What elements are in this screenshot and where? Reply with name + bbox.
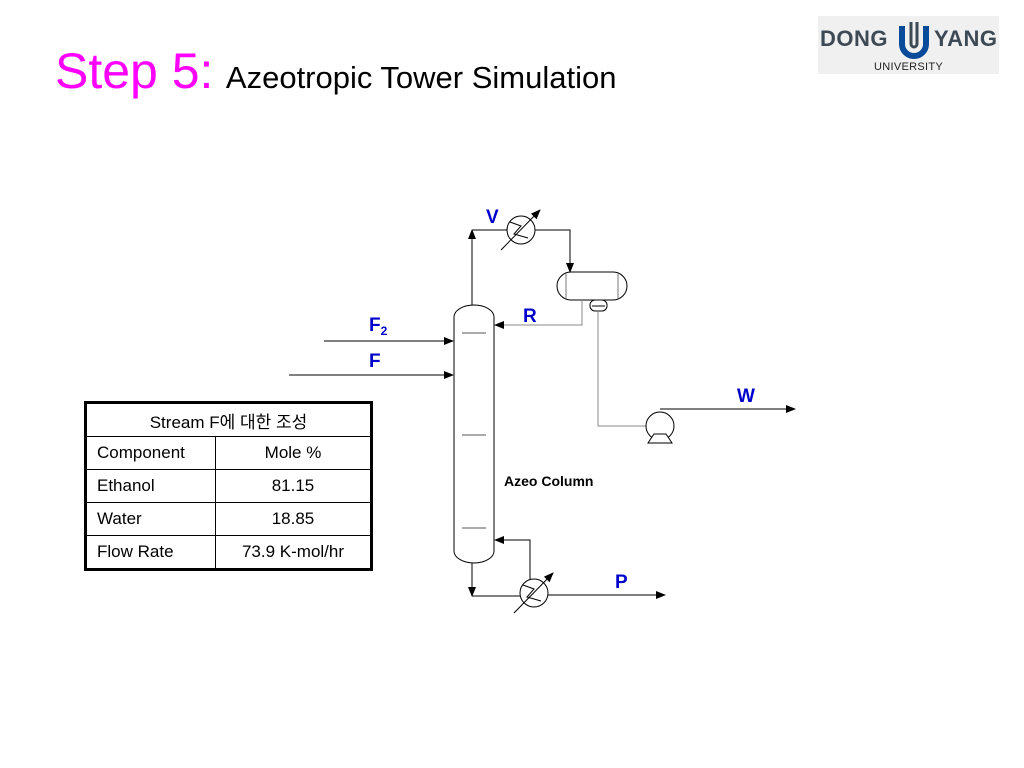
label-v: V: [486, 207, 499, 228]
condenser-icon: [500, 209, 541, 251]
label-r: R: [523, 306, 537, 327]
reflux-drum-icon: [556, 271, 628, 312]
row-water-label: Water: [85, 502, 216, 536]
label-p: P: [615, 572, 628, 593]
table-header-row: Component Mole %: [85, 436, 372, 470]
logo-word-right: YANG: [934, 26, 998, 51]
condenser-outlet-line: [535, 229, 574, 273]
drum-to-pump-line: [597, 311, 646, 427]
table-row: Ethanol 81.15: [85, 469, 372, 503]
row-ethanol-label: Ethanol: [85, 469, 216, 503]
row-water-value: 18.85: [215, 502, 372, 536]
table-row: Water 18.85: [85, 502, 372, 536]
logo-u-emblem-icon: [899, 22, 929, 59]
logo-university-text: UNIVERSITY: [874, 61, 944, 73]
label-f2-main: F: [369, 315, 381, 336]
row-flow-rate-value: 73.9 K-mol/hr: [215, 535, 372, 570]
slide-subtitle: Azeotropic Tower Simulation: [225, 60, 617, 95]
pump-icon: [645, 411, 675, 444]
slide-title: Step 5: Azeotropic Tower Simulation: [55, 42, 616, 100]
label-f2: F2: [369, 315, 388, 338]
label-azeo-column: Azeo Column: [504, 473, 593, 489]
logo-word-left: DONG: [820, 26, 888, 51]
label-w: W: [737, 386, 755, 407]
row-flow-rate-label: Flow Rate: [85, 535, 216, 570]
step-number: Step 5:: [55, 43, 214, 99]
label-f2-sub: 2: [381, 324, 388, 338]
header-mole-percent: Mole %: [215, 436, 372, 470]
university-logo: DONG YANG UNIVERSITY: [818, 16, 999, 74]
azeo-column: [453, 304, 495, 564]
header-component: Component: [85, 436, 216, 470]
table-title: Stream F에 대한 조성: [85, 402, 372, 437]
reflux-line: [494, 300, 583, 329]
boilup-return-line: [494, 536, 531, 579]
stream-f-composition-table: Stream F에 대한 조성 Component Mole % Ethanol…: [84, 401, 373, 571]
row-ethanol-value: 81.15: [215, 469, 372, 503]
reboiler-icon: [513, 572, 554, 614]
table-row: Flow Rate 73.9 K-mol/hr: [85, 535, 372, 570]
label-f: F: [369, 351, 381, 372]
table-title-row: Stream F에 대한 조성: [85, 402, 372, 437]
